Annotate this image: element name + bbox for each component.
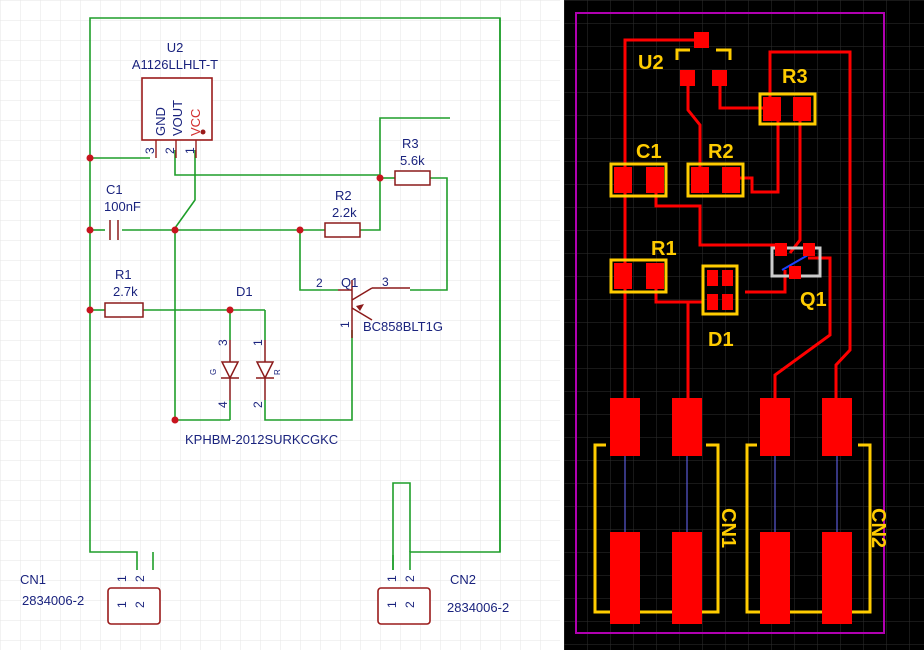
- pcb-label-cn1: CN1: [717, 508, 739, 548]
- u2-pin1-num: 1: [183, 147, 197, 154]
- c1-value: 100nF: [104, 199, 141, 214]
- r3-symbol[interactable]: R3 5.6k: [394, 136, 431, 186]
- d1-pin2-num: 2: [251, 401, 265, 408]
- cn2-symbol[interactable]: 1 2 1 2 CN2 2834006-2: [377, 572, 509, 625]
- cn2-pin2-top: 2: [403, 575, 417, 582]
- r2-symbol[interactable]: R2 2.2k: [324, 188, 361, 238]
- q1-pin1-num: 1: [338, 321, 352, 328]
- schematic-junctions: [86, 154, 384, 424]
- u2-pin-gnd: GND: [153, 107, 168, 136]
- q1-symbol[interactable]: 2 3 1 Q1 BC858BLT1G: [316, 275, 443, 338]
- pcb-label-d1: D1: [708, 329, 734, 351]
- q1-pin3-num: 3: [382, 275, 389, 289]
- cn1-value: 2834006-2: [22, 593, 84, 608]
- q1-ref: Q1: [341, 275, 358, 290]
- d1-pin4-num: 4: [216, 401, 230, 408]
- r1-value: 2.7k: [113, 284, 138, 299]
- schematic-grid: [0, 0, 560, 650]
- pcb-label-q1: Q1: [800, 289, 827, 311]
- r2-value: 2.2k: [332, 205, 357, 220]
- cn1-symbol[interactable]: 1 2 1 2 CN1 2834006-2: [20, 572, 161, 625]
- pcb-labels: U2 R3 C1 R2 R1 Q1 D1 CN1 CN2: [636, 52, 889, 548]
- cn1-pin2-body: 2: [133, 601, 147, 608]
- u2-pin-vout: VOUT: [170, 100, 185, 136]
- cn2-pin1-body: 1: [385, 601, 399, 608]
- u2-pin3-num: 3: [143, 147, 157, 154]
- r1-ref: R1: [115, 267, 132, 282]
- pcb-label-r3: R3: [782, 66, 808, 88]
- d1-symbol[interactable]: D1 3 4 1 2 G R KPHBM-2012SURKCGKC: [185, 284, 338, 447]
- board-outline: [575, 12, 885, 634]
- cn1-pin1-top: 1: [115, 575, 129, 582]
- q1-pin2-num: 2: [316, 276, 323, 290]
- cn1-pin1-body: 1: [115, 601, 129, 608]
- r3-value: 5.6k: [400, 153, 425, 168]
- r1-symbol[interactable]: R1 2.7k: [104, 267, 144, 318]
- cn2-pin2-body: 2: [403, 601, 417, 608]
- panel-divider: [560, 0, 564, 650]
- d1-value: KPHBM-2012SURKCGKC: [185, 432, 338, 447]
- pcb-panel[interactable]: U2 R3 C1 R2 R1 Q1 D1 CN1 CN2: [564, 0, 924, 650]
- r2-ref: R2: [335, 188, 352, 203]
- d1-pin3-num: 3: [216, 339, 230, 346]
- d1-die-g: G: [209, 369, 218, 375]
- c1-ref: C1: [106, 182, 123, 197]
- pcb-label-cn2: CN2: [867, 508, 889, 548]
- u2-pin-vcc: VCC: [188, 109, 203, 136]
- pcb-label-r2: R2: [708, 141, 734, 163]
- d1-pin1-num: 1: [251, 339, 265, 346]
- d1-die-r: R: [273, 369, 282, 375]
- u2-symbol[interactable]: U2 A1126LLHLT-T GND VOUT VCC 3 2 1: [132, 40, 218, 158]
- cn1-pin2-top: 2: [133, 575, 147, 582]
- schematic-wires: [89, 17, 501, 570]
- d1-ref: D1: [236, 284, 253, 299]
- cn1-ref: CN1: [20, 572, 46, 587]
- pcb-ratsnest: [624, 456, 838, 532]
- schematic-panel[interactable]: U2 A1126LLHLT-T GND VOUT VCC 3 2 1 C1 10…: [0, 0, 560, 650]
- r3-ref: R3: [402, 136, 419, 151]
- pcb-label-u2: U2: [638, 52, 664, 74]
- cn2-ref: CN2: [450, 572, 476, 587]
- u2-pin2-num: 2: [163, 147, 177, 154]
- pcb-label-r1: R1: [651, 238, 677, 260]
- cn2-value: 2834006-2: [447, 600, 509, 615]
- u2-ref: U2: [167, 40, 184, 55]
- pcb-silkscreen: [593, 48, 872, 614]
- cn2-pin1-top: 1: [385, 575, 399, 582]
- c1-symbol[interactable]: C1 100nF: [104, 182, 141, 240]
- q1-value: BC858BLT1G: [363, 319, 443, 334]
- pcb-label-c1: C1: [636, 141, 662, 163]
- u2-value: A1126LLHLT-T: [132, 57, 218, 72]
- pcb-pads: [610, 32, 852, 624]
